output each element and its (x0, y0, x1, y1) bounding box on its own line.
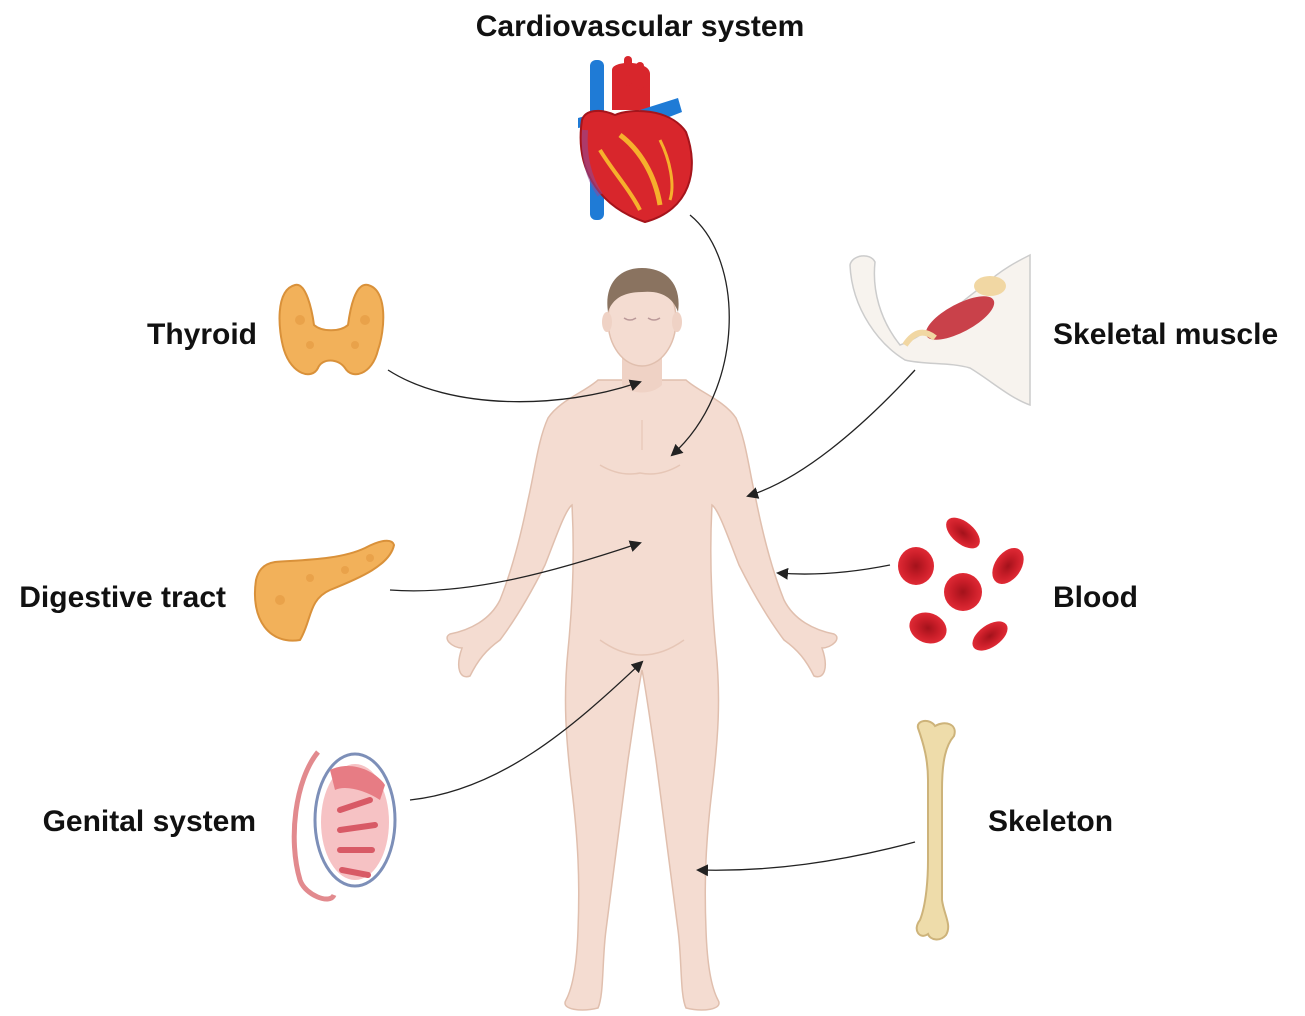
arm-muscle-icon (850, 255, 1030, 405)
heart-icon (578, 56, 692, 222)
testis-icon (294, 752, 395, 899)
red-blood-cells-icon (898, 512, 1030, 657)
label-skeleton: Skeleton (988, 805, 1113, 838)
arrow-skeleton (698, 842, 915, 870)
label-cardiovascular: Cardiovascular system (476, 10, 805, 43)
label-thyroid: Thyroid (147, 318, 257, 351)
label-blood: Blood (1053, 581, 1138, 614)
human-body (447, 268, 837, 1010)
arrow-blood (778, 565, 890, 574)
thyroid-icon (280, 285, 384, 374)
pancreas-icon (255, 541, 394, 641)
bone-icon (917, 721, 955, 940)
label-skeletal-muscle: Skeletal muscle (1053, 318, 1278, 351)
label-genital: Genital system (43, 805, 256, 838)
arrow-skeletal-muscle (748, 370, 915, 496)
label-digestive: Digestive tract (19, 581, 226, 614)
